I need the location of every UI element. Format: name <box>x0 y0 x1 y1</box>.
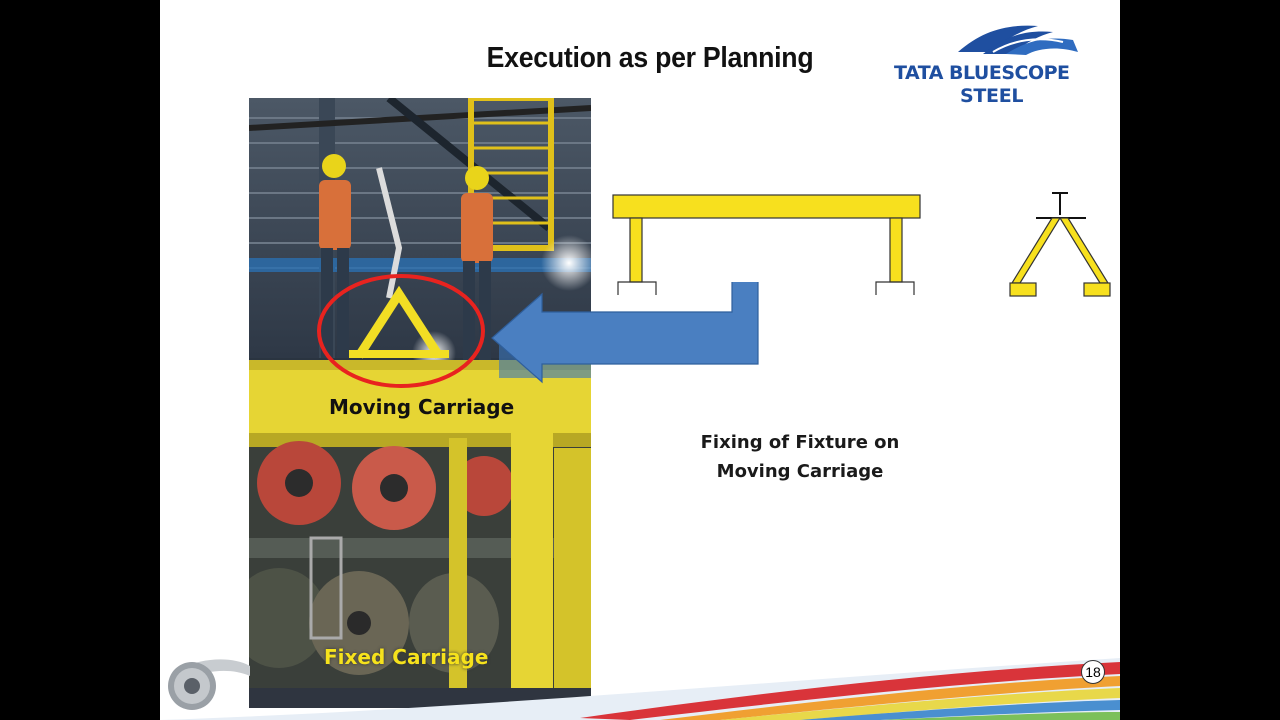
logo-text-line1: TATA BLUESCOPE <box>894 62 1070 84</box>
fixture-front-view <box>612 194 921 295</box>
fixture-side-view <box>1009 192 1111 297</box>
footer-swoosh <box>160 658 1120 720</box>
site-photo-illustration <box>249 98 591 708</box>
fixture-caption: Fixing of Fixture on Moving Carriage <box>665 428 935 486</box>
fixture-diagram <box>612 192 1111 297</box>
pointer-arrow-icon <box>491 282 759 384</box>
slide-title: Execution as per Planning <box>486 42 814 74</box>
page-number: 18 <box>1081 660 1105 684</box>
company-logo: TATA BLUESCOPE STEEL <box>888 22 1098 112</box>
slide: Execution as per Planning TATA BLUESCOPE… <box>160 0 1120 720</box>
fixed-carriage-label: Fixed Carriage <box>324 645 489 669</box>
caption-line2: Moving Carriage <box>716 461 884 482</box>
caption-line1: Fixing of Fixture on <box>700 432 900 453</box>
steel-coil-icon <box>168 659 250 710</box>
logo-wave-icon <box>958 25 1078 55</box>
site-photo: Moving Carriage Fixed Carriage <box>249 98 591 708</box>
moving-carriage-label: Moving Carriage <box>329 395 515 419</box>
logo-text-line2: STEEL <box>960 85 1024 107</box>
